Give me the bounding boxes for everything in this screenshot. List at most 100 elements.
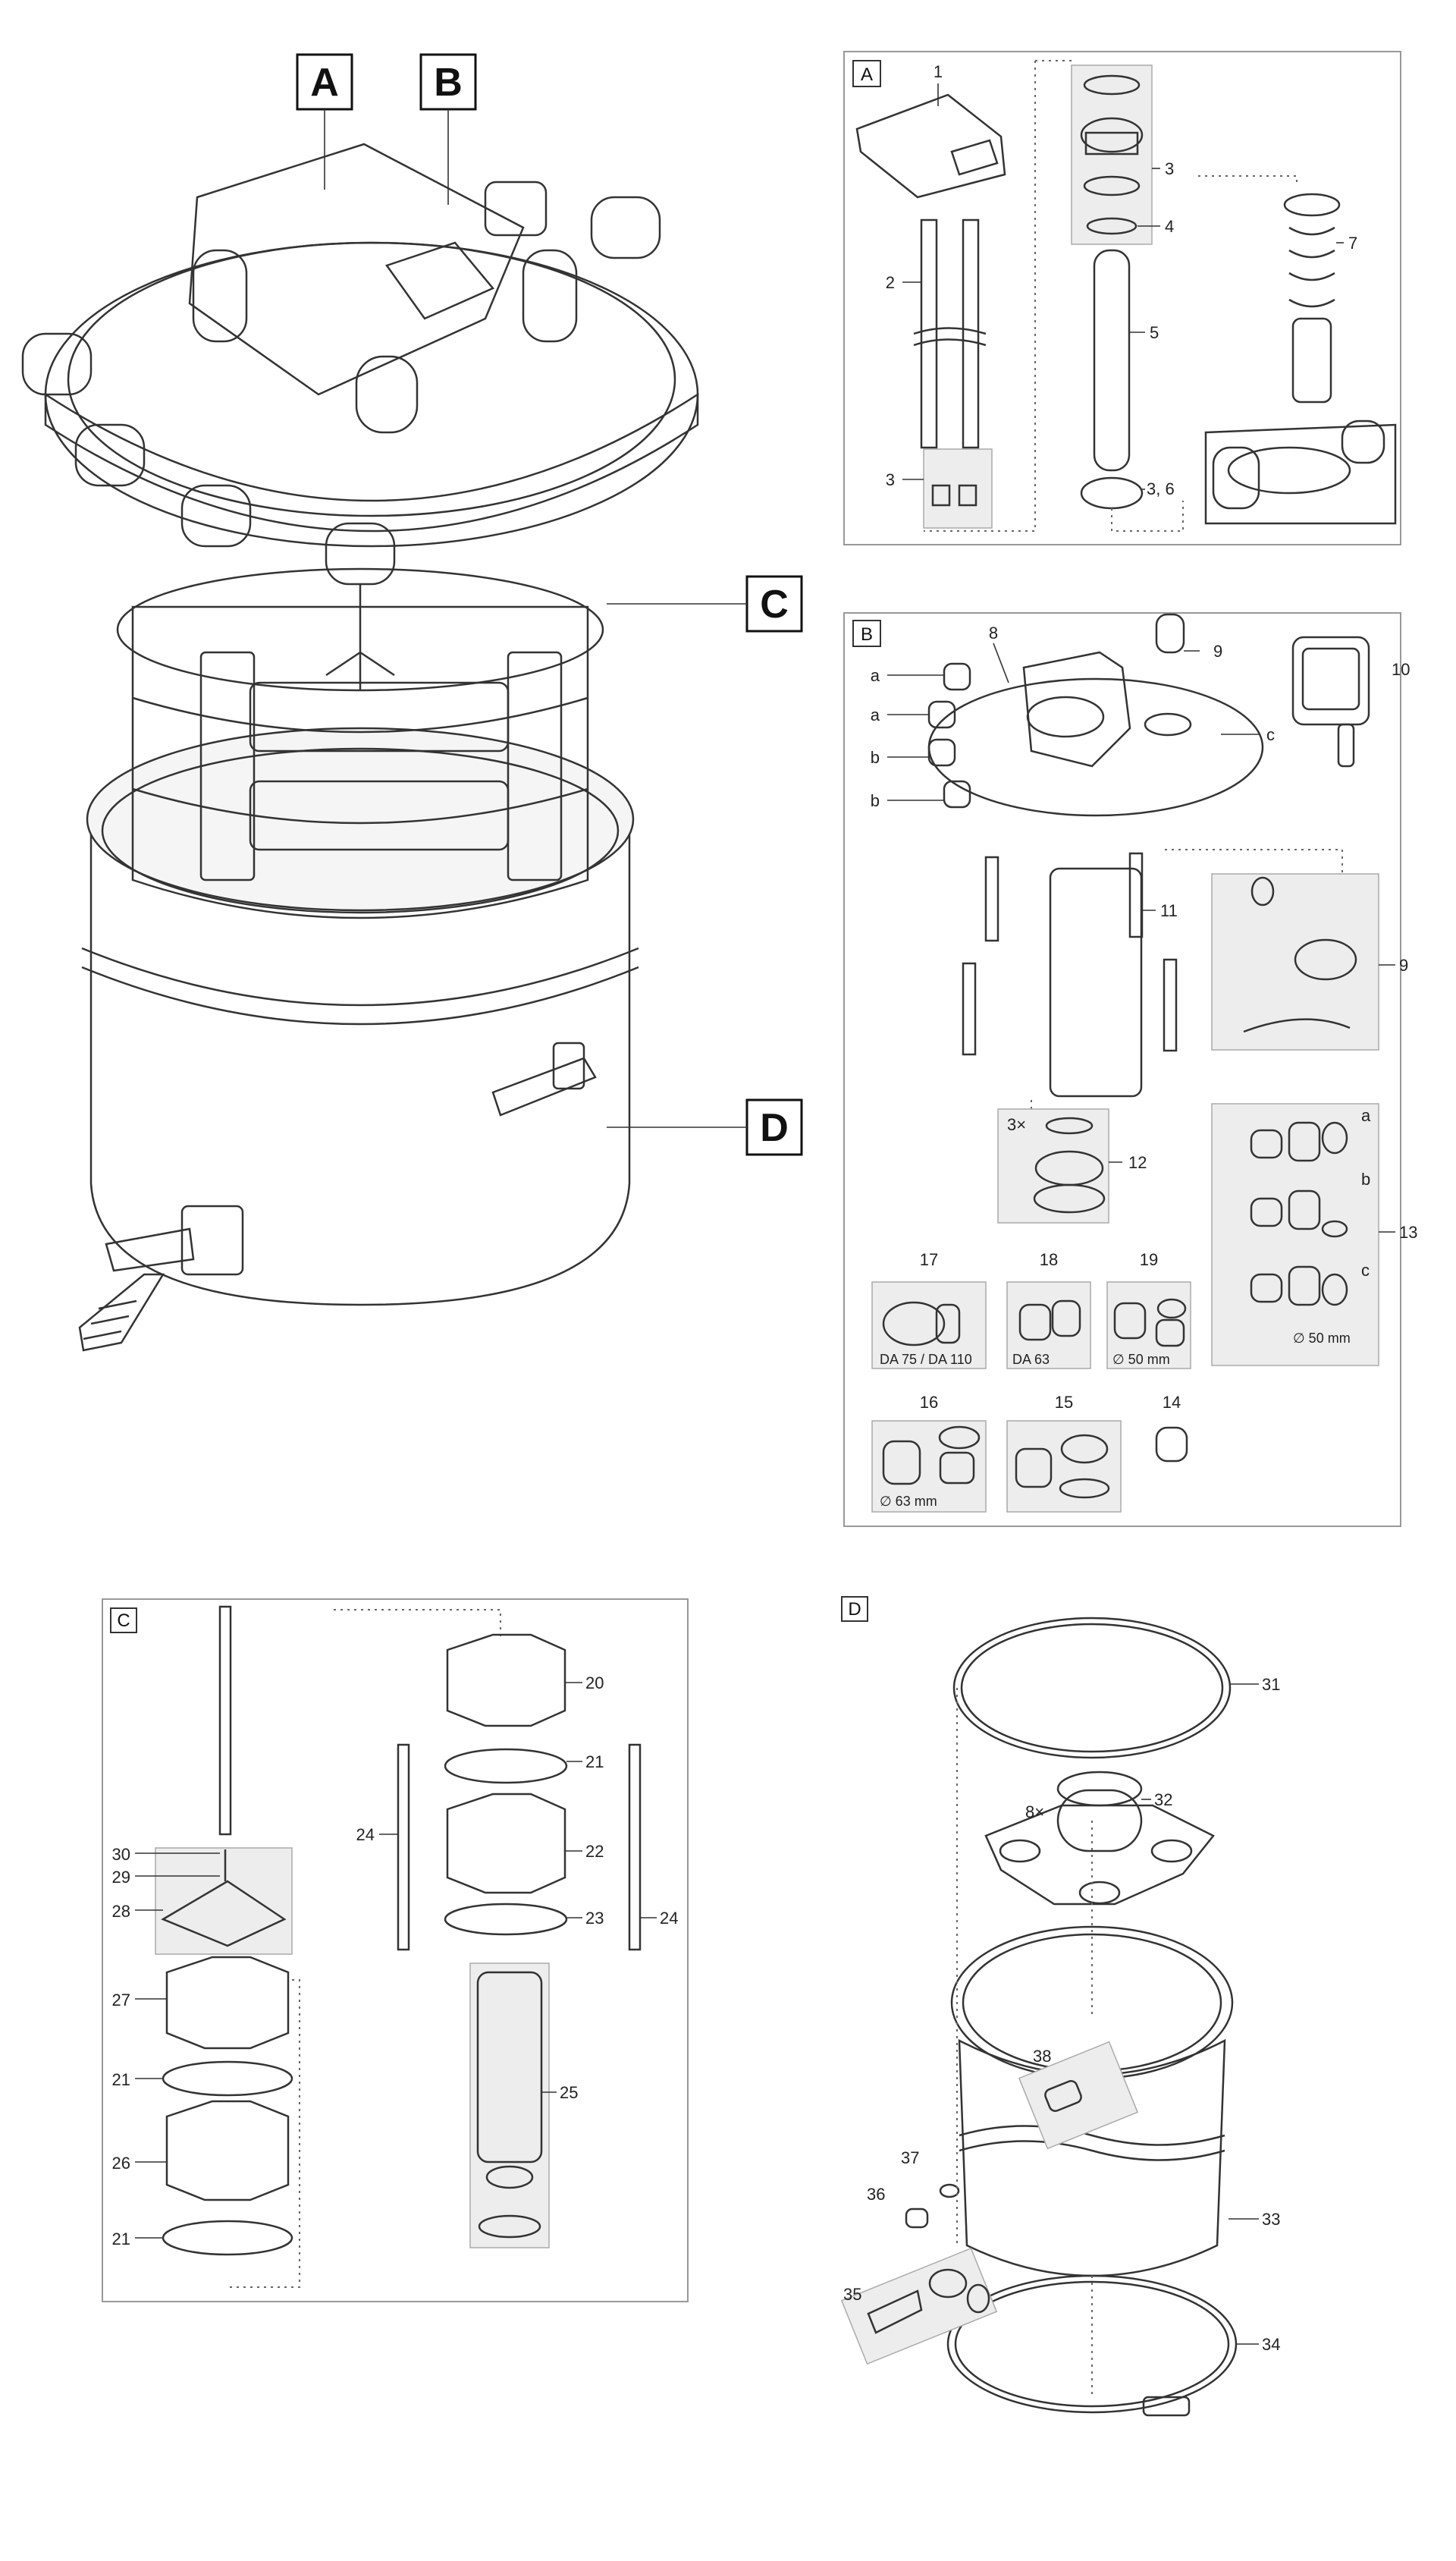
cap-part-14: [1155, 1426, 1188, 1463]
panel-c: C 30 29 28 27 21: [102, 1598, 689, 2302]
svg-text:32: 32: [1154, 1790, 1172, 1809]
svg-text:29: 29: [112, 1868, 130, 1887]
foam-20: [446, 1633, 566, 1727]
svg-text:33: 33: [1262, 2210, 1280, 2229]
svg-text:23: 23: [585, 1909, 604, 1928]
svg-text:38: 38: [1033, 2047, 1051, 2066]
svg-text:b: b: [1361, 1170, 1370, 1189]
svg-text:28: 28: [112, 1902, 130, 1921]
foam-22: [446, 1793, 566, 1894]
svg-text:2: 2: [886, 273, 895, 292]
svg-text:3×: 3×: [1007, 1115, 1026, 1134]
seal-ring-31: [952, 1617, 1232, 1759]
svg-text:5: 5: [1150, 323, 1159, 342]
svg-text:∅ 50 mm: ∅ 50 mm: [1293, 1331, 1351, 1346]
svg-text:c: c: [1266, 725, 1275, 744]
svg-text:8×: 8×: [1025, 1802, 1044, 1821]
svg-text:19: 19: [1140, 1250, 1158, 1269]
svg-text:b: b: [871, 748, 880, 767]
svg-text:24: 24: [356, 1825, 375, 1844]
quartz-tube: [1093, 249, 1131, 472]
svg-text:9: 9: [1399, 956, 1408, 975]
panel-b: B: [843, 612, 1417, 1527]
overview-letter-d: D: [607, 1098, 803, 1156]
svg-text:27: 27: [112, 1991, 130, 2010]
svg-text:21: 21: [585, 1752, 604, 1771]
outlet-valve: [78, 1205, 244, 1352]
uvc-lamp-right: [962, 218, 980, 449]
svg-text:20: 20: [585, 1673, 604, 1692]
svg-text:C: C: [117, 1610, 130, 1631]
svg-text:25: 25: [560, 2083, 578, 2102]
svg-text:11: 11: [1160, 901, 1178, 920]
svg-text:a: a: [871, 705, 880, 724]
uvc-housing: [855, 93, 1006, 199]
display-handle: [1291, 636, 1370, 726]
central-rod: [218, 1605, 232, 1836]
svg-text:C: C: [760, 583, 789, 627]
cap-36: [905, 2207, 929, 2229]
distributor-32: [1056, 1789, 1143, 1852]
foam-27: [165, 1956, 290, 2050]
svg-text:30: 30: [112, 1845, 130, 1864]
svg-text:D: D: [760, 1106, 789, 1150]
svg-text:∅ 63 mm: ∅ 63 mm: [880, 1494, 937, 1509]
bucket-body: [89, 818, 631, 1306]
panel-a: A 1 2: [843, 51, 1401, 545]
svg-text:26: 26: [112, 2154, 130, 2173]
svg-text:7: 7: [1348, 234, 1357, 253]
svg-text:3, 6: 3, 6: [1147, 479, 1175, 498]
svg-text:DA 75 / DA 110: DA 75 / DA 110: [880, 1352, 972, 1367]
svg-text:35: 35: [843, 2285, 861, 2304]
filter-lid: [21, 143, 699, 586]
uvc-lamp-left: [920, 218, 938, 449]
svg-text:31: 31: [1262, 1675, 1280, 1694]
filter-brush-25: [476, 1971, 543, 2163]
svg-text:8: 8: [989, 624, 998, 643]
overview-letter-b: B: [419, 53, 477, 205]
svg-text:37: 37: [901, 2148, 919, 2167]
svg-text:13: 13: [1399, 1223, 1417, 1242]
svg-text:21: 21: [112, 2229, 130, 2248]
svg-text:3: 3: [1165, 159, 1174, 178]
svg-text:22: 22: [585, 1842, 604, 1861]
svg-text:a: a: [871, 666, 880, 685]
svg-text:14: 14: [1163, 1393, 1181, 1412]
svg-text:c: c: [1361, 1261, 1370, 1280]
svg-text:3: 3: [886, 470, 895, 489]
overview-assembly: A B C D: [21, 53, 803, 1352]
filter-cage: [116, 567, 604, 919]
svg-text:12: 12: [1128, 1153, 1147, 1172]
svg-text:B: B: [434, 61, 463, 105]
svg-text:18: 18: [1040, 1250, 1058, 1269]
foam-26: [165, 2100, 290, 2201]
svg-text:∅ 50 mm: ∅ 50 mm: [1112, 1352, 1170, 1367]
svg-text:b: b: [871, 791, 880, 810]
svg-text:34: 34: [1262, 2335, 1280, 2354]
svg-text:21: 21: [112, 2070, 130, 2089]
clamp-lever: [491, 1057, 597, 1117]
panel-d: D 31: [840, 1596, 1280, 2417]
overview-letter-c: C: [607, 575, 803, 633]
svg-text:A: A: [861, 64, 873, 85]
svg-text:15: 15: [1055, 1393, 1073, 1412]
svg-text:16: 16: [920, 1393, 938, 1412]
svg-text:D: D: [848, 1599, 861, 1620]
overview-letter-a: A: [296, 53, 353, 190]
svg-text:36: 36: [867, 2185, 885, 2204]
svg-text:DA 63: DA 63: [1012, 1352, 1050, 1367]
svg-text:A: A: [310, 61, 339, 105]
vent-knob: [1155, 613, 1185, 654]
lid-handle: [188, 143, 525, 396]
central-tube: [1049, 867, 1143, 1098]
svg-text:10: 10: [1392, 660, 1410, 679]
svg-text:9: 9: [1213, 642, 1222, 661]
svg-text:24: 24: [660, 1909, 678, 1928]
svg-text:4: 4: [1165, 217, 1174, 236]
lid-part-8: [927, 643, 1264, 817]
svg-text:B: B: [861, 624, 873, 645]
svg-text:a: a: [1361, 1106, 1371, 1125]
svg-text:1: 1: [934, 62, 943, 81]
svg-text:17: 17: [920, 1250, 938, 1269]
